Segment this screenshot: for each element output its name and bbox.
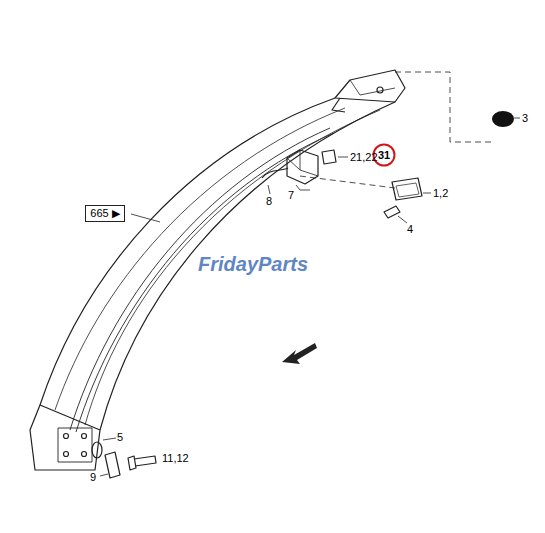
boom-lug <box>332 98 345 112</box>
boom-head <box>335 70 405 102</box>
bolt-hole <box>82 452 87 457</box>
leader-line <box>268 185 270 194</box>
lamp-bracket <box>296 185 310 190</box>
grommet-part <box>492 111 514 127</box>
hose-line <box>76 133 334 432</box>
leader-line <box>514 118 520 119</box>
pivot-hole <box>377 87 383 93</box>
marker-lamp <box>396 183 419 197</box>
reference-box: 665 ▶ <box>85 205 125 222</box>
lamp-wire <box>262 168 288 178</box>
bolt-hole <box>82 434 87 439</box>
boom-head <box>350 80 395 95</box>
callout-number: 3 <box>522 113 528 124</box>
callout-number: 31 <box>378 150 390 161</box>
callout-number: 9 <box>90 472 96 483</box>
lamp-bracket <box>287 150 318 176</box>
end-plate <box>30 405 100 470</box>
callout-number: 11,12 <box>162 453 189 464</box>
mount-plate <box>58 428 92 462</box>
leader-line <box>423 193 431 194</box>
boom-edge <box>40 98 335 405</box>
callout-number: 5 <box>117 432 123 443</box>
boom-edge <box>100 102 395 430</box>
bolt-hole <box>64 452 69 457</box>
leader-line <box>338 157 348 158</box>
leader-line <box>398 216 407 223</box>
spacer-part <box>92 442 102 458</box>
callout-number: 665 ▶ <box>90 208 119 219</box>
callout-number: 1,2 <box>433 188 448 199</box>
leader-line <box>131 214 160 222</box>
marker-lamp <box>392 178 422 200</box>
watermark: FridayParts <box>198 254 308 274</box>
hose-line <box>70 128 330 430</box>
bolt-shank <box>134 456 156 466</box>
leader-line <box>100 474 108 476</box>
lamp-bracket <box>287 150 318 184</box>
boom-edge <box>85 110 380 425</box>
callout-number: 4 <box>407 224 413 235</box>
bolt-head <box>128 456 136 470</box>
callout-number: 21,22 <box>350 152 378 163</box>
leader-line <box>103 438 116 440</box>
direction-arrow <box>282 343 317 364</box>
boom-edge <box>55 108 345 410</box>
callout-number: 8 <box>266 196 272 207</box>
bolt-hole <box>64 434 69 439</box>
gasket-part <box>322 150 336 164</box>
callout-number: 7 <box>288 190 294 201</box>
lamp-bulb <box>384 206 400 218</box>
guide-dash <box>395 72 492 142</box>
